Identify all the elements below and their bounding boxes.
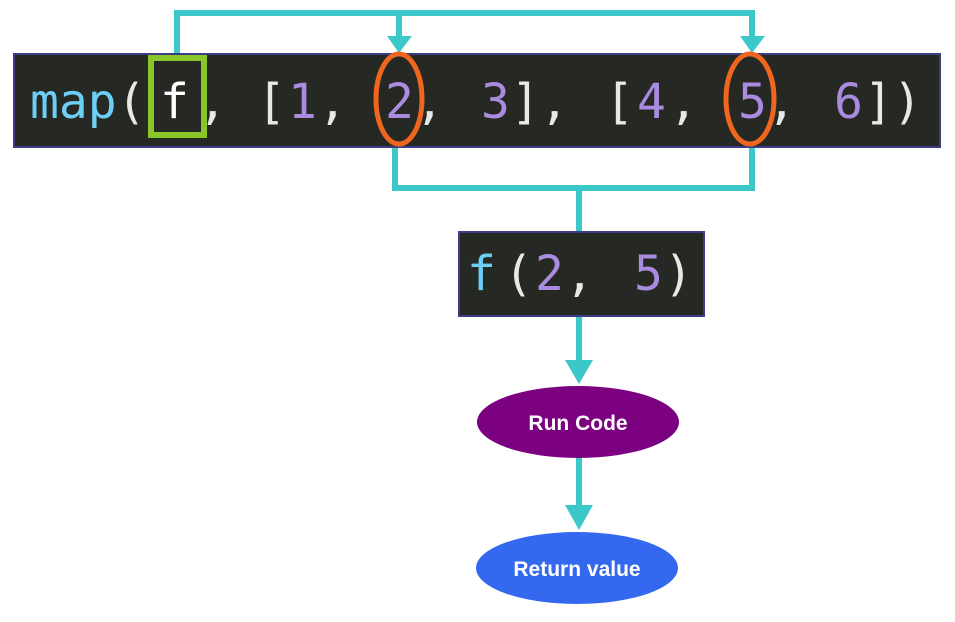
call-box-token-1: ( (504, 246, 533, 302)
code-bar-token-1: ( (117, 74, 146, 130)
code-bar-token-17: ]) (864, 74, 922, 130)
call-box-token-3: , (565, 246, 594, 302)
code-bar-token-14: 5 (738, 74, 767, 130)
function-highlight-box (148, 55, 207, 138)
code-bar-token-4: [ (257, 74, 286, 130)
code-bar-token-5: 1 (288, 74, 317, 130)
connectors (174, 10, 755, 231)
return-value-label: Return value (513, 558, 640, 581)
code-bar-token-13: , (669, 74, 698, 130)
flow-arrows (565, 317, 593, 530)
call-box (458, 231, 705, 317)
call-box-text: f(2, 5) (467, 246, 693, 302)
call-box-token-0: f (467, 246, 496, 302)
arrow-run-to-return-head (565, 505, 593, 530)
arrow-to-arg-5 (740, 36, 765, 53)
call-box-token-2: 2 (535, 246, 564, 302)
code-bar-token-7: 2 (385, 74, 414, 130)
code-bar-token-9: 3 (481, 74, 510, 130)
call-box-token-5: ) (664, 246, 693, 302)
run-code-node (477, 386, 679, 458)
code-bar-token-12: 4 (637, 74, 666, 130)
code-bar-token-10: ], (511, 74, 569, 130)
arrowheads (387, 36, 765, 53)
code-bar-token-6: , (318, 74, 347, 130)
return-value-node (476, 532, 678, 604)
arrow-to-arg-2 (387, 36, 412, 53)
code-bar-token-16: 6 (834, 74, 863, 130)
function-connector-top (174, 10, 755, 60)
code-bar-token-11: [ (605, 74, 634, 130)
run-code-label: Run Code (528, 412, 627, 435)
arrow-call-to-run-head (565, 360, 593, 384)
call-box-token-4: 5 (634, 246, 663, 302)
arg-highlight-2 (373, 51, 425, 147)
code-bar (13, 53, 941, 148)
code-bar-text: map(f,[1,2,3],[4,5,6]) (30, 74, 922, 130)
code-bar-token-0: map (30, 74, 117, 130)
arg-connector-bottom (392, 147, 755, 191)
code-bar-token-2: f (160, 74, 189, 130)
arg-highlight-5 (723, 51, 777, 147)
